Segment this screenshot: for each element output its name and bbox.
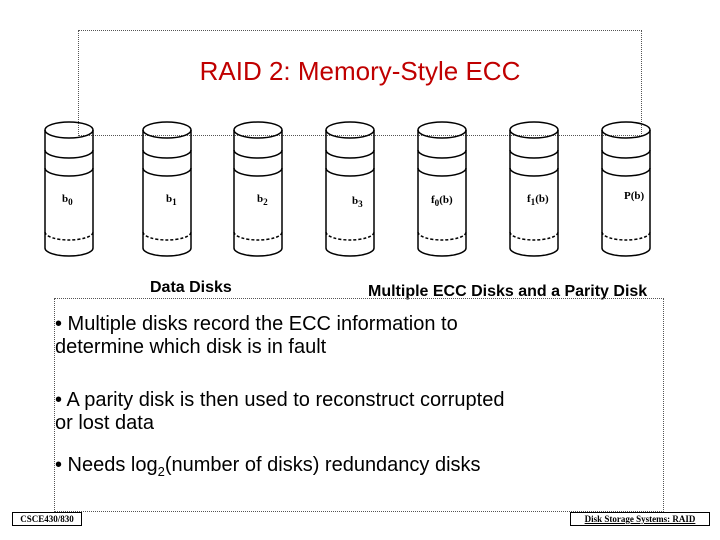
disk-label-f1: f1(b) xyxy=(527,193,549,208)
disk-label-b3: b3 xyxy=(352,195,363,210)
disk-label-parity: P(b) xyxy=(624,190,645,202)
disk-parity xyxy=(601,121,651,257)
disk-label-f0: f0(b) xyxy=(431,194,453,209)
slide-title: RAID 2: Memory-Style ECC xyxy=(199,56,521,86)
disk-b0 xyxy=(44,121,94,257)
bullet-2: • A parity disk is then used to reconstr… xyxy=(55,389,505,434)
diagram-frame xyxy=(78,30,642,136)
disk-label-b1: b1 xyxy=(166,193,177,208)
bullet-box: • Multiple disks record the ECC informat… xyxy=(54,298,664,512)
disk-f1 xyxy=(509,121,559,257)
disk-b2 xyxy=(233,121,283,257)
disk-b1 xyxy=(142,121,192,257)
disk-label-b0: b0 xyxy=(62,193,73,208)
disk-b3 xyxy=(325,121,375,257)
bullet-1: • Multiple disks record the ECC informat… xyxy=(55,313,458,358)
course-code-footer: CSCE430/830 xyxy=(12,512,82,526)
bullet-3: • Needs log2(number of disks) redundancy… xyxy=(55,454,481,479)
lecture-title-footer: Disk Storage Systems: RAID xyxy=(570,512,710,526)
ecc-disks-caption: Multiple ECC Disks and a Parity Disk xyxy=(368,283,648,300)
disk-f0 xyxy=(417,121,467,257)
data-disks-caption: Data Disks xyxy=(150,279,232,296)
disk-label-b2: b2 xyxy=(257,193,268,208)
